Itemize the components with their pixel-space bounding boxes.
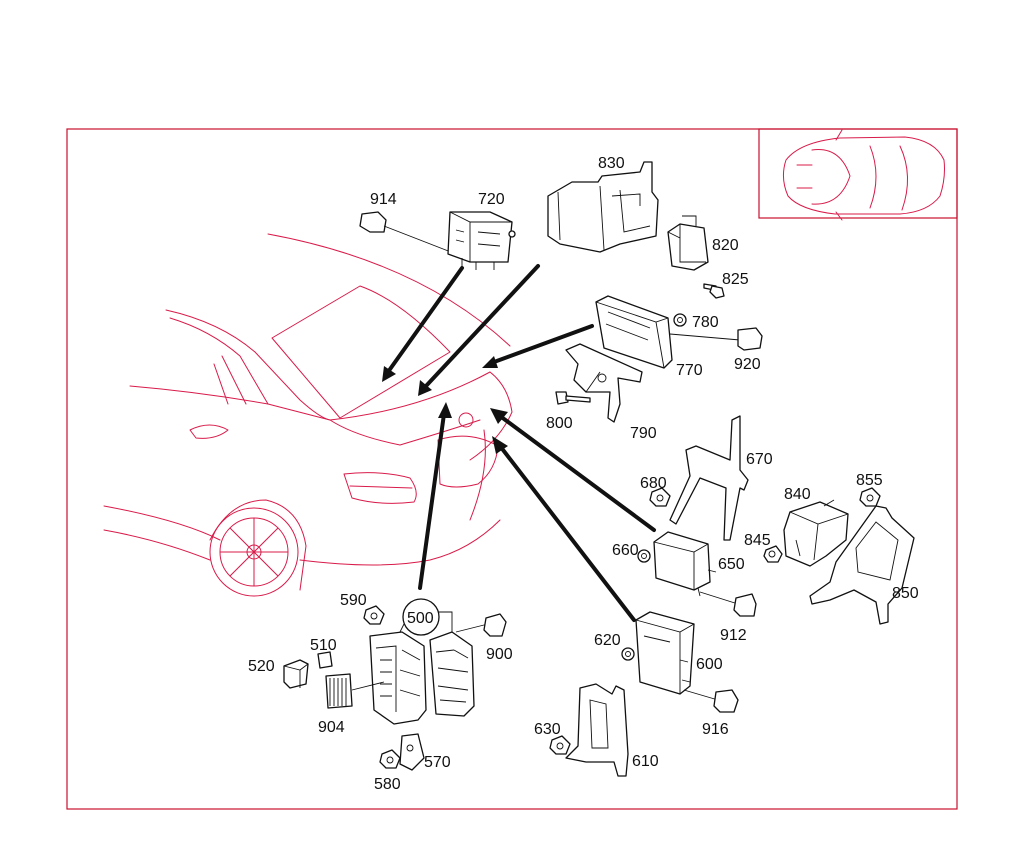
part-825-screw: [703, 283, 725, 299]
label-610: 610: [632, 753, 659, 770]
label-570: 570: [424, 754, 451, 771]
label-720: 720: [478, 191, 505, 208]
label-916: 916: [702, 721, 729, 738]
part-780-nut: [673, 313, 687, 327]
part-650-module: [653, 531, 717, 597]
inset-car-top-view: [782, 129, 945, 221]
label-850: 850: [892, 585, 919, 602]
label-845: 845: [744, 532, 771, 549]
part-800-bolt: [555, 391, 591, 405]
label-920: 920: [734, 356, 761, 373]
part-914-connector: [359, 211, 457, 255]
part-850-bracket: [809, 505, 915, 625]
part-680-nut: [649, 487, 671, 507]
label-820: 820: [712, 237, 739, 254]
part-770-module: [595, 295, 673, 369]
label-914: 914: [370, 191, 397, 208]
label-830: 830: [598, 155, 625, 172]
part-570-bracket: [399, 733, 425, 771]
part-labels: 914 720 830 820 825 780 920 770 800 790 …: [248, 155, 919, 793]
label-912: 912: [720, 627, 747, 644]
car-rear-view: [103, 233, 513, 597]
part-920-connector: [669, 327, 763, 351]
label-510: 510: [310, 637, 337, 654]
label-780: 780: [692, 314, 719, 331]
part-500-group-marker: [397, 598, 453, 637]
part-590-nut: [363, 605, 385, 625]
part-820-module: [667, 215, 709, 271]
part-670-bracket: [669, 415, 749, 541]
label-600: 600: [696, 656, 723, 673]
label-670: 670: [746, 451, 773, 468]
part-610-bracket: [565, 683, 629, 777]
part-916-connector: [683, 689, 739, 713]
part-510-relay: [317, 651, 333, 669]
label-790: 790: [630, 425, 657, 442]
label-825: 825: [722, 271, 749, 288]
label-630: 630: [534, 721, 561, 738]
label-855: 855: [856, 472, 883, 489]
label-800: 800: [546, 415, 573, 432]
label-650: 650: [718, 556, 745, 573]
part-830-bracket: [547, 161, 659, 253]
label-770: 770: [676, 362, 703, 379]
part-904-fuse-strip: [325, 673, 385, 709]
label-620: 620: [594, 632, 621, 649]
inset-frame: [758, 128, 958, 219]
part-660-nut: [637, 549, 651, 563]
part-855-nut: [859, 487, 881, 507]
part-720-control-module: [447, 211, 516, 270]
part-600-module: [635, 611, 695, 695]
label-680: 680: [640, 475, 667, 492]
part-790-bracket: [565, 343, 643, 423]
label-660: 660: [612, 542, 639, 559]
part-840-module: [783, 499, 849, 567]
diagram-frame: [66, 128, 958, 810]
part-900-connector: [455, 613, 507, 637]
label-500: 500: [407, 610, 434, 627]
part-500-fuse-box: [369, 631, 427, 725]
label-900: 900: [486, 646, 513, 663]
part-845-nut: [763, 545, 783, 563]
label-590: 590: [340, 592, 367, 609]
label-520: 520: [248, 658, 275, 675]
part-520-relay: [283, 659, 309, 689]
location-arrows: [382, 264, 656, 622]
part-912-connector: [699, 591, 757, 617]
label-580: 580: [374, 776, 401, 793]
part-630-nut: [549, 735, 571, 755]
part-580-nut: [379, 749, 401, 769]
part-500-module: [429, 631, 475, 717]
label-904: 904: [318, 719, 345, 736]
label-840: 840: [784, 486, 811, 503]
part-620-nut: [621, 647, 635, 661]
